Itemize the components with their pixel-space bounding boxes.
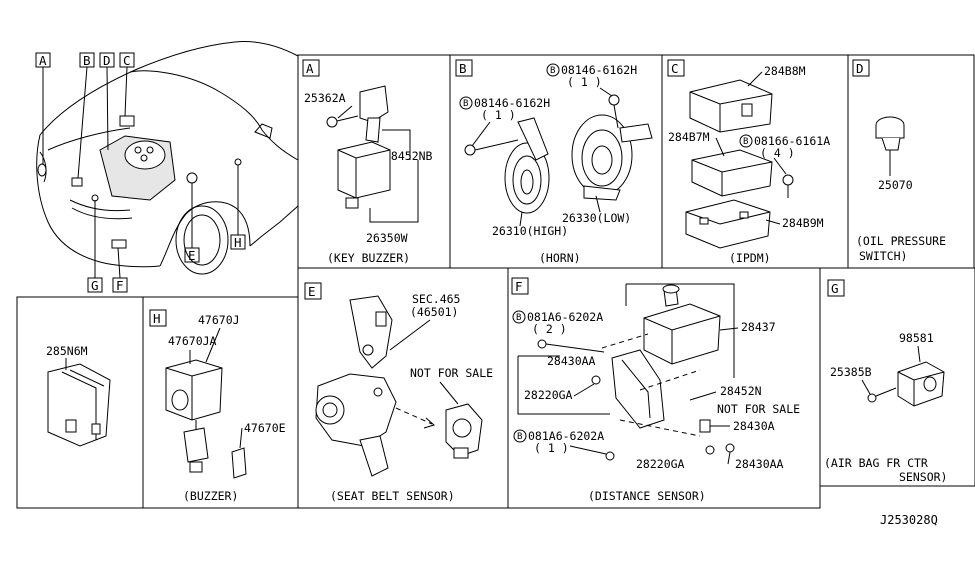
svg-text:F: F (515, 279, 523, 294)
svg-text:NOT FOR SALE: NOT FOR SALE (410, 366, 493, 380)
car-label-f: F (112, 277, 128, 293)
car-label-d: D (99, 52, 115, 68)
svg-text:SWITCH): SWITCH) (859, 249, 907, 263)
car-label-h: H (230, 234, 246, 250)
diagram-id: J253028Q (880, 513, 938, 527)
svg-text:B: B (550, 66, 555, 76)
svg-text:284B9M: 284B9M (782, 216, 824, 230)
panel-b-horn: B B 08146-6162H ( 1 ) B 08146-6162H ( 1 … (449, 54, 663, 269)
svg-text:D: D (856, 61, 864, 76)
svg-text:081A6-6202A: 081A6-6202A (527, 310, 603, 324)
svg-text:NOT FOR SALE: NOT FOR SALE (717, 402, 800, 416)
svg-text:SENSOR): SENSOR) (899, 470, 947, 484)
svg-text:H: H (153, 311, 161, 326)
svg-text:B: B (516, 313, 521, 323)
svg-text:08146-6162H: 08146-6162H (561, 63, 637, 77)
svg-text:B: B (743, 137, 748, 147)
svg-text:(HORN): (HORN) (539, 251, 581, 265)
svg-text:(BUZZER): (BUZZER) (183, 489, 238, 503)
svg-text:G: G (91, 278, 99, 293)
panel-e-seat-belt-sensor: E SEC.465 (46501) NOT FOR SALE (SEAT BEL… (297, 267, 509, 509)
svg-text:(IPDM): (IPDM) (729, 251, 771, 265)
svg-text:H: H (234, 235, 242, 250)
panel-c-ipdm: C 284B8M 284B7M B 08166-6161A ( 4 ) 284B… (661, 54, 849, 269)
svg-text:(OIL PRESSURE: (OIL PRESSURE (856, 234, 946, 248)
svg-text:08166-6161A: 08166-6161A (754, 134, 830, 148)
svg-text:C: C (671, 61, 679, 76)
svg-text:285N6M: 285N6M (46, 344, 88, 358)
svg-text:( 2 ): ( 2 ) (532, 322, 567, 336)
svg-text:A: A (306, 61, 314, 76)
svg-text:28430AA: 28430AA (547, 354, 596, 368)
car-label-g: G (87, 277, 103, 293)
car-label-e: E (184, 247, 200, 263)
svg-text:B: B (517, 432, 522, 442)
svg-text:B: B (463, 99, 468, 109)
svg-text:081A6-6202A: 081A6-6202A (528, 429, 604, 443)
svg-text:E: E (188, 248, 196, 263)
svg-text:08146-6162H: 08146-6162H (474, 96, 550, 110)
svg-text:G: G (831, 281, 839, 296)
panel-d-oil-pressure-switch: D 25070 (OIL PRESSURE SWITCH) (847, 54, 975, 269)
svg-text:26310(HIGH): 26310(HIGH) (492, 224, 568, 238)
car-label-a: A (35, 52, 51, 68)
svg-text:26330(LOW): 26330(LOW) (562, 211, 631, 225)
svg-text:28452N: 28452N (720, 384, 762, 398)
car-label-c: C (119, 52, 135, 68)
svg-text:98581: 98581 (899, 331, 934, 345)
svg-text:26350W: 26350W (366, 231, 408, 245)
svg-text:( 1 ): ( 1 ) (481, 108, 516, 122)
svg-text:E: E (308, 284, 316, 299)
svg-text:( 4 ): ( 4 ) (760, 146, 795, 160)
svg-text:(46501): (46501) (410, 305, 458, 319)
svg-text:25362A: 25362A (304, 91, 346, 105)
svg-text:28220GA: 28220GA (524, 388, 573, 402)
svg-text:47670JA: 47670JA (168, 334, 217, 348)
svg-text:28430AA: 28430AA (735, 457, 784, 471)
svg-text:25385B: 25385B (830, 365, 872, 379)
car-overview (36, 41, 299, 279)
svg-text:25070: 25070 (878, 178, 913, 192)
svg-text:47670E: 47670E (244, 421, 286, 435)
car-label-b: B (79, 52, 95, 68)
svg-text:28430A: 28430A (733, 419, 775, 433)
svg-text:(KEY BUZZER): (KEY BUZZER) (327, 251, 410, 265)
panel-285n6m: 285N6M (16, 296, 144, 509)
panel-h-buzzer: H 47670J 47670JA 47670E (BUZZER) (142, 296, 299, 509)
svg-text:D: D (103, 53, 111, 68)
svg-text:28220GA: 28220GA (636, 457, 685, 471)
panel-f-distance-sensor: F B 081A6-6202A ( 2 ) 28437 28430AA 2822… (507, 267, 821, 509)
svg-text:A: A (39, 53, 47, 68)
svg-text:F: F (116, 278, 124, 293)
svg-text:( 1 ): ( 1 ) (534, 441, 569, 455)
svg-text:B: B (83, 53, 91, 68)
svg-text:284B8M: 284B8M (764, 64, 806, 78)
svg-text:( 1 ): ( 1 ) (567, 75, 602, 89)
svg-text:28437: 28437 (741, 320, 776, 334)
svg-text:(DISTANCE SENSOR): (DISTANCE SENSOR) (588, 489, 706, 503)
svg-text:B: B (459, 61, 467, 76)
panel-g-air-bag-fr-ctr-sensor: G 98581 25385B (AIR BAG FR CTR SENSOR) (819, 267, 975, 487)
panel-a-key-buzzer: A 25362A 28452NB 26350W (KEY BUZZER) (297, 54, 451, 269)
svg-text:(SEAT BELT SENSOR): (SEAT BELT SENSOR) (330, 489, 455, 503)
svg-text:28452NB: 28452NB (384, 149, 433, 163)
svg-text:(AIR BAG FR CTR: (AIR BAG FR CTR (824, 456, 928, 470)
svg-text:SEC.465: SEC.465 (412, 292, 460, 306)
svg-text:284B7M: 284B7M (668, 130, 710, 144)
svg-text:47670J: 47670J (198, 313, 240, 327)
svg-text:C: C (123, 53, 131, 68)
